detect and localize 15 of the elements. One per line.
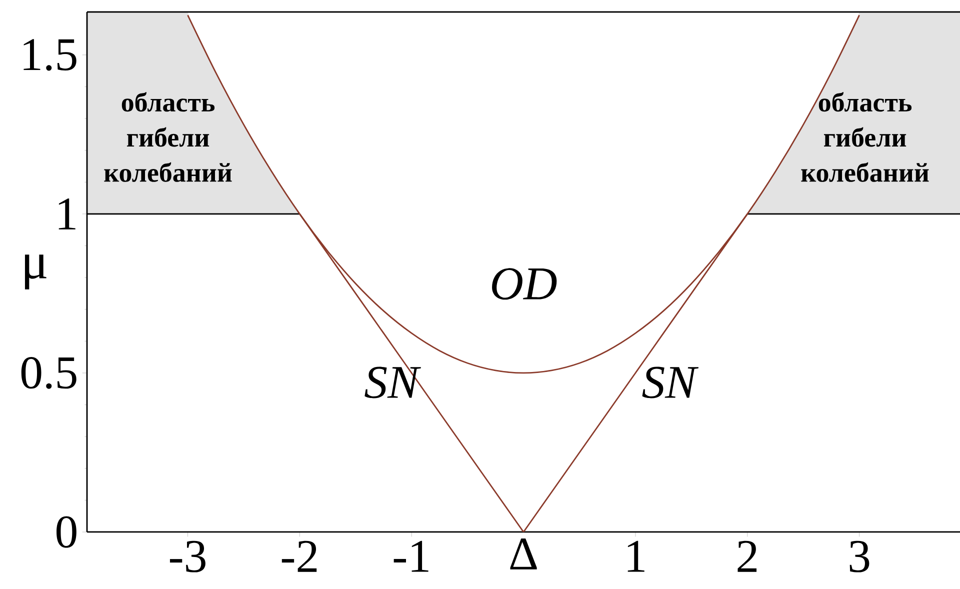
y-axis-title: μ [24,254,46,290]
x-tick-label: -2 [282,540,317,572]
x-tick-label: 1 [628,540,644,572]
x-tick-label: -3 [170,540,206,572]
x-tick-label: 2 [738,540,757,572]
x-tick-label: -1 [394,540,428,572]
y-tick-label: 0.5 [21,357,76,389]
curve-label: OD [492,268,557,300]
y-tick-label: 1 [58,198,76,230]
curve-label: SN [642,366,699,398]
y-tick-label: 1.5 [24,39,76,71]
y-tick-label: 0 [56,516,76,548]
curve-label: SN [364,366,421,398]
x-axis-title: Δ [510,538,537,570]
x-tick-label: 3 [850,540,870,572]
